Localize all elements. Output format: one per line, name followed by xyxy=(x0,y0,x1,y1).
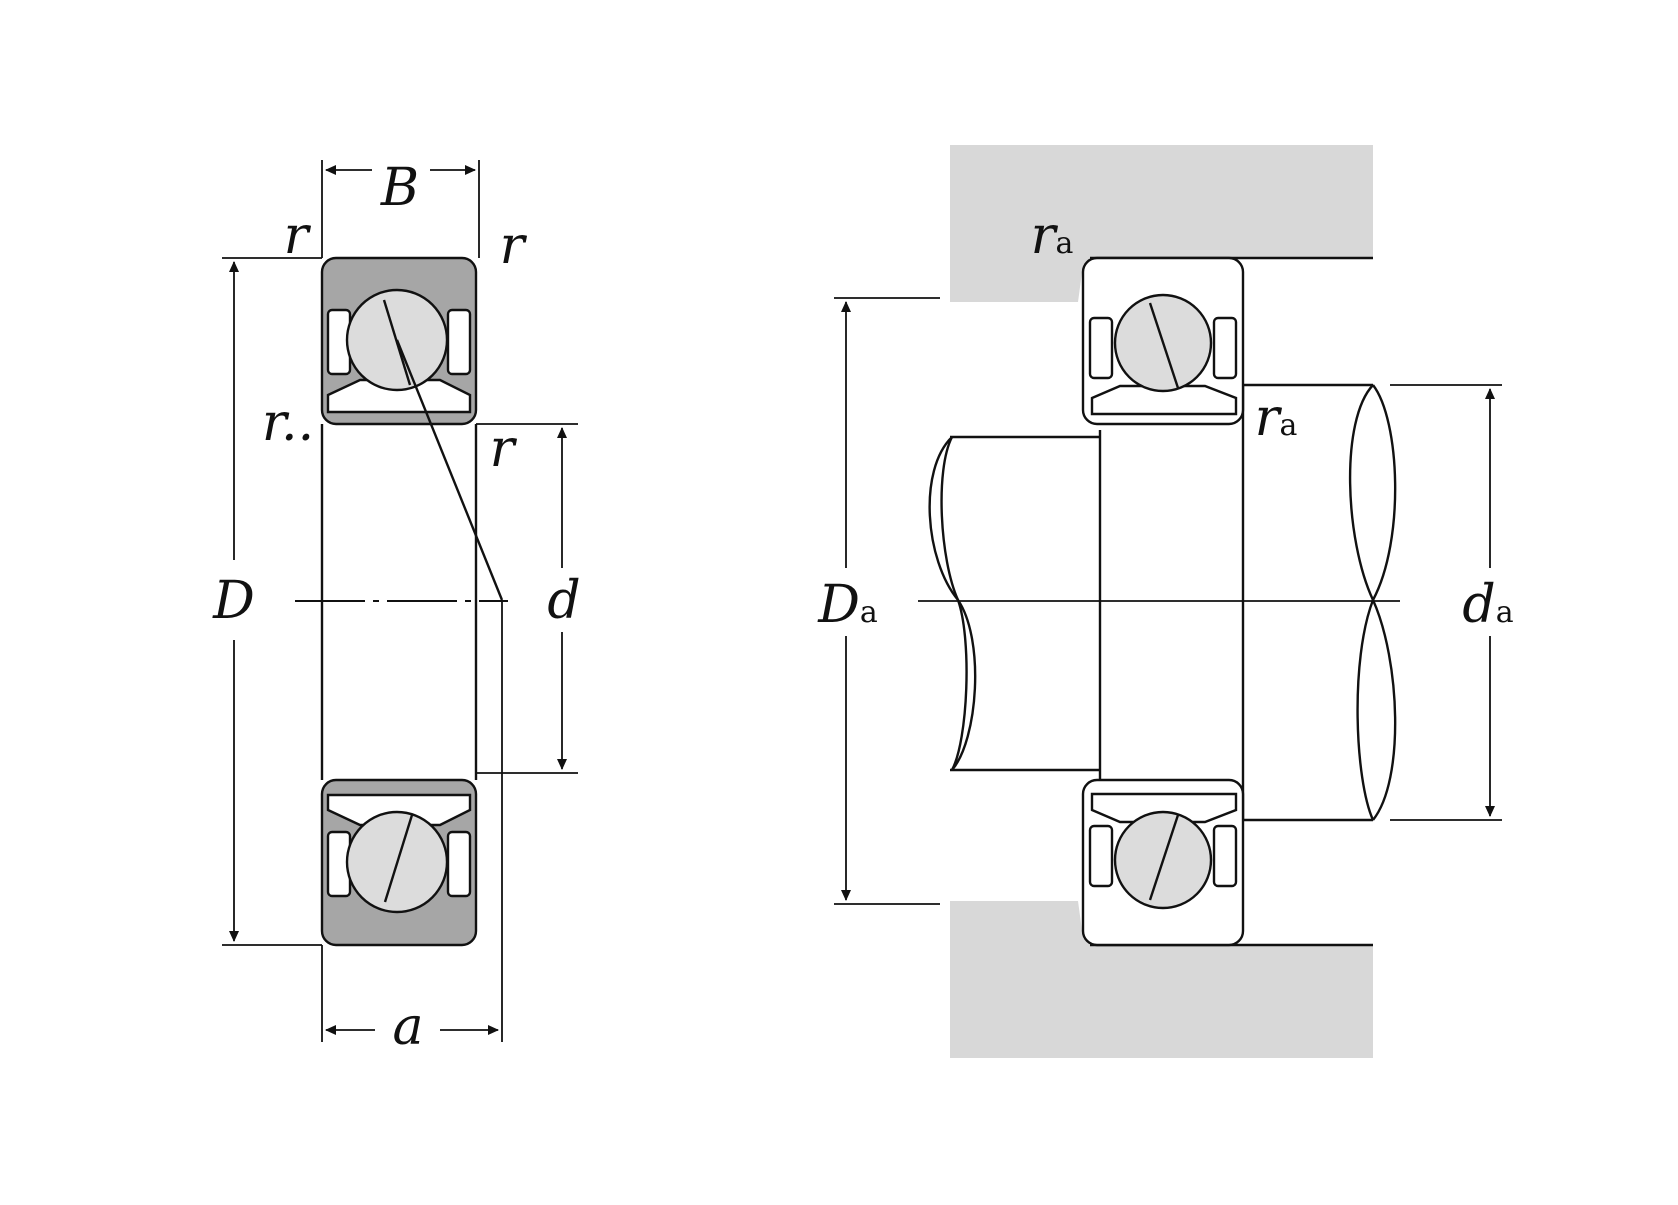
label-da: Da xyxy=(817,575,878,635)
left-bearing-view: B D d a xyxy=(212,158,581,1057)
mounted-cage-left-bottom xyxy=(1088,824,1114,888)
label-ra-housing-main: r xyxy=(1031,206,1059,266)
label-da-shaft: da xyxy=(1462,575,1513,635)
inner-ring-top xyxy=(326,378,472,414)
right-mounting-view: Da xyxy=(817,145,1514,1058)
shaft-break-left-a xyxy=(928,436,977,771)
contact-angle-line xyxy=(395,339,504,601)
label-da-main: D xyxy=(817,575,860,635)
mounted-inner-ring-top xyxy=(1090,384,1238,416)
cage-right-top xyxy=(446,308,472,376)
ball-bottom-contact-mark xyxy=(383,814,414,903)
mounted-cage-right-bottom xyxy=(1212,824,1238,888)
shaft-break-right-b xyxy=(1356,384,1397,821)
label-ra-shaft-sub: a xyxy=(1279,408,1297,443)
label-d-outer: D xyxy=(212,571,255,631)
label-ra-shaft: ra xyxy=(1255,388,1298,448)
left-bottom-section xyxy=(320,778,478,947)
shaft-break-left-b xyxy=(940,436,968,771)
label-r-mid-right: r xyxy=(490,419,518,479)
label-b: B xyxy=(380,158,419,218)
inner-ring-bottom xyxy=(326,793,472,827)
mounted-ball-top-mark xyxy=(1148,302,1180,389)
label-da-shaft-sub: a xyxy=(1496,595,1514,630)
label-a: a xyxy=(392,997,423,1057)
label-r-mid-left: r.. xyxy=(262,393,314,453)
right-top-section xyxy=(1081,256,1245,426)
right-bottom-section xyxy=(1081,778,1245,947)
label-ra-housing-sub: a xyxy=(1055,226,1073,261)
label-da-shaft-main: d xyxy=(1462,575,1495,635)
mounted-inner-ring-bottom xyxy=(1090,792,1238,824)
label-da-sub: a xyxy=(860,595,878,630)
housing-bottom xyxy=(950,901,1373,1058)
housing-top xyxy=(950,145,1373,302)
label-d-bore: d xyxy=(547,571,580,631)
label-ra-shaft-main: r xyxy=(1255,388,1283,448)
mounted-cage-right-top xyxy=(1212,316,1238,380)
left-top-section xyxy=(320,256,478,426)
label-ra-housing: ra xyxy=(1031,206,1074,266)
label-r-top-left: r xyxy=(284,206,312,266)
label-r-top-right: r xyxy=(500,216,528,276)
mounted-cage-left-top xyxy=(1088,316,1114,380)
mounted-ball-bottom-mark xyxy=(1148,814,1180,901)
cage-right-bottom xyxy=(446,830,472,898)
